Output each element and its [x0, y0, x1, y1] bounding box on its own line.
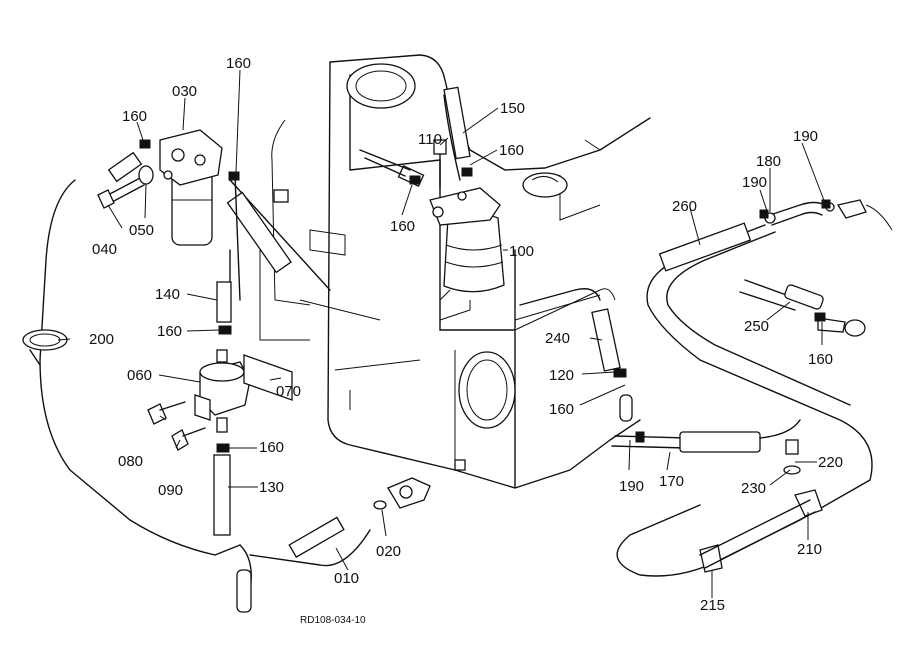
callout-170: 170: [659, 473, 684, 490]
water-separator-100: [429, 187, 505, 321]
hose-main: [39, 179, 216, 556]
clamp-200: [22, 329, 68, 366]
hose-260: [658, 222, 752, 272]
callout-110: 110: [418, 131, 442, 148]
callout-070: 070: [276, 383, 301, 400]
callout-120: 120: [549, 367, 574, 384]
bolt-040: [97, 177, 145, 209]
pipe-filter-to-tank: [226, 191, 292, 274]
callout-160-separator: 160: [499, 142, 524, 159]
hose-240: [591, 308, 621, 372]
drain-cock-020: [373, 477, 431, 510]
callout-090: 090: [158, 482, 183, 499]
hose-clamp-markers: [139, 139, 831, 453]
callout-080: 080: [118, 453, 143, 470]
hose-250: [784, 284, 824, 310]
callout-260: 260: [672, 198, 697, 215]
fuel-tank: [259, 54, 651, 489]
callout-190-top: 190: [793, 128, 818, 145]
callout-140: 140: [155, 286, 180, 303]
callout-160-filter-top: 160: [226, 55, 251, 72]
callout-060: 060: [127, 367, 152, 384]
leader-lines: [57, 69, 826, 598]
callout-200: 200: [89, 331, 114, 348]
callout-150: 150: [500, 100, 525, 117]
callout-160-pump-bottom: 160: [259, 439, 284, 456]
callout-010: 010: [334, 570, 359, 587]
hose-260-route: [616, 224, 873, 577]
callout-160-tank: 160: [390, 218, 415, 235]
callout-020: 020: [376, 543, 401, 560]
washer-050: [138, 165, 154, 185]
clip-210: [794, 489, 823, 517]
callout-240: 240: [545, 330, 570, 347]
callout-030: 030: [172, 83, 197, 100]
callout-160-pump-top: 160: [157, 323, 182, 340]
fuel-pump-060: [194, 349, 251, 433]
callout-250: 250: [744, 318, 769, 335]
bolt-110: [433, 139, 447, 189]
callout-220: 220: [818, 454, 843, 471]
callout-labels: 010 020 030 040 050 060 070 080 090 100 …: [89, 55, 843, 614]
hose-010: [288, 516, 345, 558]
hose-140: [216, 281, 232, 323]
callout-230: 230: [741, 480, 766, 497]
callout-190-lower: 190: [619, 478, 644, 495]
callout-050: 050: [129, 222, 154, 239]
hose-170: [679, 431, 761, 453]
callout-040: 040: [92, 241, 117, 258]
callout-100: 100: [509, 243, 534, 260]
callout-160-return: 160: [549, 401, 574, 418]
drawing-code: RD108-034-10: [300, 615, 366, 626]
hose-150: [443, 86, 471, 160]
bolt-220: [785, 439, 799, 455]
callout-130: 130: [259, 479, 284, 496]
callout-180: 180: [756, 153, 781, 170]
callout-190-upper: 190: [742, 174, 767, 191]
callout-160-filter-left: 160: [122, 108, 147, 125]
callout-215: 215: [700, 597, 725, 614]
hose-130: [213, 454, 231, 536]
bolt-080: [147, 401, 186, 425]
callout-160-right: 160: [808, 351, 833, 368]
callout-210: 210: [797, 541, 822, 558]
fuel-filter-030: [159, 129, 223, 246]
gasket-070: [243, 354, 293, 401]
